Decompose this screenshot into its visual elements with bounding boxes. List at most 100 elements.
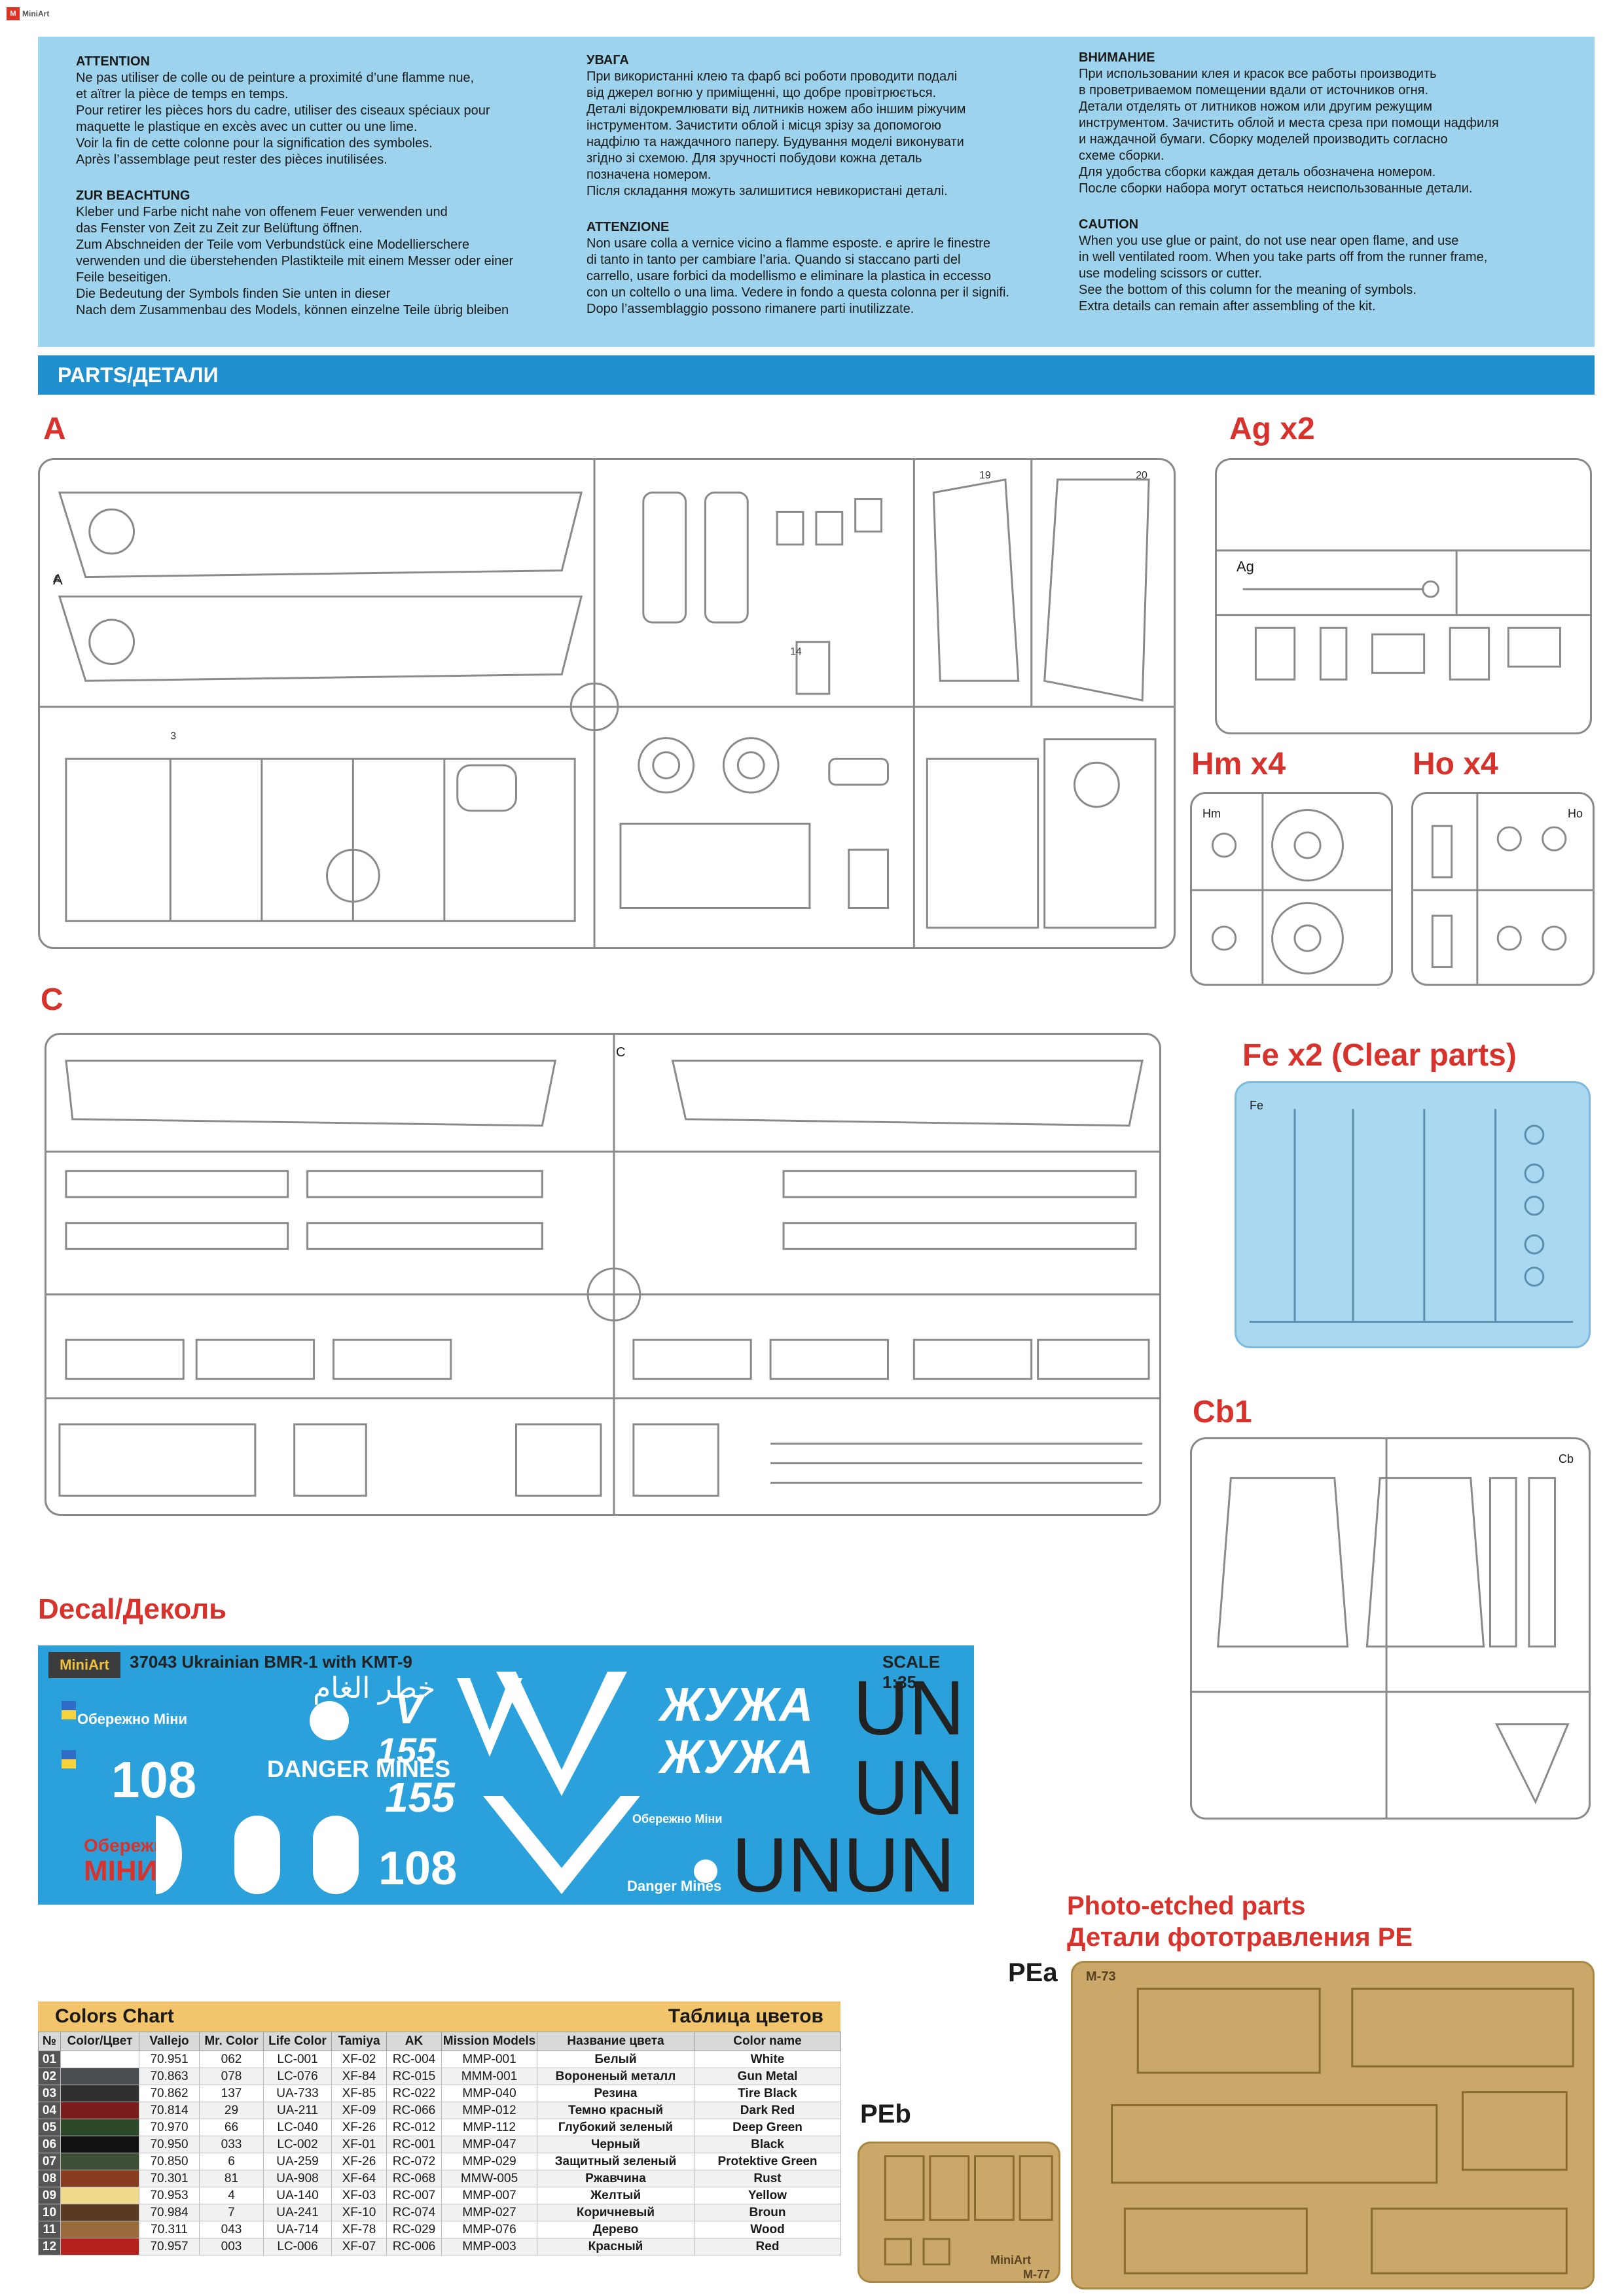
notice-line: и наждачной бумаги. Сборку моделей произ…: [1079, 132, 1448, 147]
color-cell-life: LC-002: [263, 2136, 332, 2153]
notice-line: et aïtrer la pièce de temps en temps.: [76, 87, 289, 101]
notice-line: Kleber und Farbe nicht nahe von offenem …: [76, 205, 448, 219]
color-swatch: [60, 2204, 139, 2221]
color-cell-life: LC-006: [263, 2238, 332, 2255]
color-cell-en: Wood: [694, 2221, 841, 2238]
colors-table-header-cell: Vallejo: [139, 2032, 200, 2051]
pea-label: PEa: [1008, 1958, 1058, 1987]
skull-decal-icon: [694, 1859, 717, 1883]
color-cell-mm: MMP-076: [441, 2221, 537, 2238]
logo-text: MiniArt: [22, 9, 50, 18]
color-cell-ak: RC-022: [386, 2085, 442, 2102]
flag-decal-icon: [62, 1759, 76, 1768]
color-cell-mr: 81: [199, 2170, 264, 2187]
notice-line: carrello, usare forbici da modellismo e …: [586, 269, 992, 283]
color-cell-mm: MMP-027: [441, 2204, 537, 2221]
notice-line: від джерел вогню у приміщенні, що добре …: [586, 86, 937, 100]
decal-shapes: [62, 1672, 717, 1894]
notice-line: Для удобства сборки каждая деталь обозна…: [1079, 165, 1436, 179]
color-cell-vallejo: 70.301: [139, 2170, 200, 2187]
decal-zhuzha-1: ЖУЖА: [660, 1679, 814, 1731]
color-cell-ak: RC-029: [386, 2221, 442, 2238]
color-cell-ak: RC-015: [386, 2068, 442, 2085]
color-cell-en: Rust: [694, 2170, 841, 2187]
color-cell-ak: RC-004: [386, 2051, 442, 2068]
notice-line: Après l’assemblage peut rester des pièce…: [76, 152, 388, 167]
notice-line: згідно зі схемою. Для зручності побудови…: [586, 151, 922, 166]
skull-decal-icon: [310, 1701, 349, 1740]
color-cell-en: Protektive Green: [694, 2153, 841, 2170]
color-cell-n: 01: [38, 2051, 61, 2068]
color-cell-n: 11: [38, 2221, 61, 2238]
notice-line: инструментом. Зачистить облой и места ср…: [1079, 116, 1499, 130]
color-cell-tamiya: XF-84: [331, 2068, 387, 2085]
colors-chart-header: Colors Chart Таблица цветов: [38, 2001, 840, 2032]
color-cell-en: Gun Metal: [694, 2068, 841, 2085]
color-swatch: [60, 2187, 139, 2204]
svg-text:20: 20: [1136, 470, 1147, 481]
color-cell-ak: RC-066: [386, 2102, 442, 2119]
color-cell-en: Red: [694, 2238, 841, 2255]
color-cell-life: UA-908: [263, 2170, 332, 2187]
color-cell-life: UA-241: [263, 2204, 332, 2221]
notice-heading: CAUTION: [1079, 217, 1139, 232]
peb-brand: MiniArt: [990, 2253, 1031, 2267]
color-cell-ak: RC-007: [386, 2187, 442, 2204]
color-cell-mr: 7: [199, 2204, 264, 2221]
notice-line: При використанні клею та фарб всі роботи…: [586, 69, 958, 84]
color-cell-ak: RC-012: [386, 2119, 442, 2136]
decal-scale: SCALE 1:35: [882, 1652, 941, 1692]
color-cell-en: Broun: [694, 2204, 841, 2221]
decal-miny-red: МІНИ: [84, 1855, 158, 1887]
pea-code: M-73: [1086, 1969, 1116, 1984]
color-cell-n: 03: [38, 2085, 61, 2102]
sprue-cb1-frame: Cb: [1190, 1437, 1591, 1820]
parts-section-header: PARTS/ДЕТАЛИ: [38, 355, 1595, 395]
sprue-c-drawing: [46, 1035, 1159, 1514]
notice-line: надфілю та наждачного паперу. Будування …: [586, 135, 964, 149]
notice-line: Extra details can remain after assemblin…: [1079, 299, 1376, 314]
color-cell-ak: RC-072: [386, 2153, 442, 2170]
color-cell-vallejo: 70.950: [139, 2136, 200, 2153]
svg-text:14: 14: [790, 647, 802, 658]
decal-kit-name: 37043 Ukrainian BMR-1 with KMT-9: [130, 1652, 412, 1672]
notice-body: Kleber und Farbe nicht nahe von offenem …: [76, 204, 573, 319]
color-cell-ru: Резина: [537, 2085, 695, 2102]
color-cell-vallejo: 70.951: [139, 2051, 200, 2068]
color-cell-mm: MMP-029: [441, 2153, 537, 2170]
sprue-fe-frame: Fe: [1235, 1081, 1591, 1348]
color-cell-vallejo: 70.957: [139, 2238, 200, 2255]
shape-decal-icon: [313, 1816, 359, 1894]
notice-line: Die Bedeutung der Symbols finden Sie unt…: [76, 287, 391, 301]
colors-table-header-cell: Название цвета: [537, 2032, 695, 2051]
colors-table-header-cell: №: [38, 2032, 61, 2051]
notice-body: Non usare colla a vernice vicino a flamm…: [586, 236, 1084, 317]
color-cell-ak: RC-001: [386, 2136, 442, 2153]
decal-sheet: MiniArt 37043 Ukrainian BMR-1 with KMT-9…: [38, 1645, 974, 1905]
color-cell-ru: Ржавчина: [537, 2170, 695, 2187]
peb-label: PEb: [860, 2100, 911, 2128]
color-cell-en: Deep Green: [694, 2119, 841, 2136]
notice-heading: ATTENZIONE: [586, 220, 670, 234]
color-cell-en: Dark Red: [694, 2102, 841, 2119]
color-cell-mr: 6: [199, 2153, 264, 2170]
notice-line: Zum Abschneiden der Teile vom Verbundstü…: [76, 238, 470, 252]
sprue-a-label: A: [43, 412, 66, 446]
color-cell-vallejo: 70.311: [139, 2221, 200, 2238]
color-cell-life: UA-211: [263, 2102, 332, 2119]
shape-decal-icon: [156, 1816, 182, 1894]
color-cell-en: Black: [694, 2136, 841, 2153]
shape-decal-icon: [234, 1816, 280, 1894]
color-cell-en: Yellow: [694, 2187, 841, 2204]
sprue-ho-drawing: [1413, 794, 1593, 984]
